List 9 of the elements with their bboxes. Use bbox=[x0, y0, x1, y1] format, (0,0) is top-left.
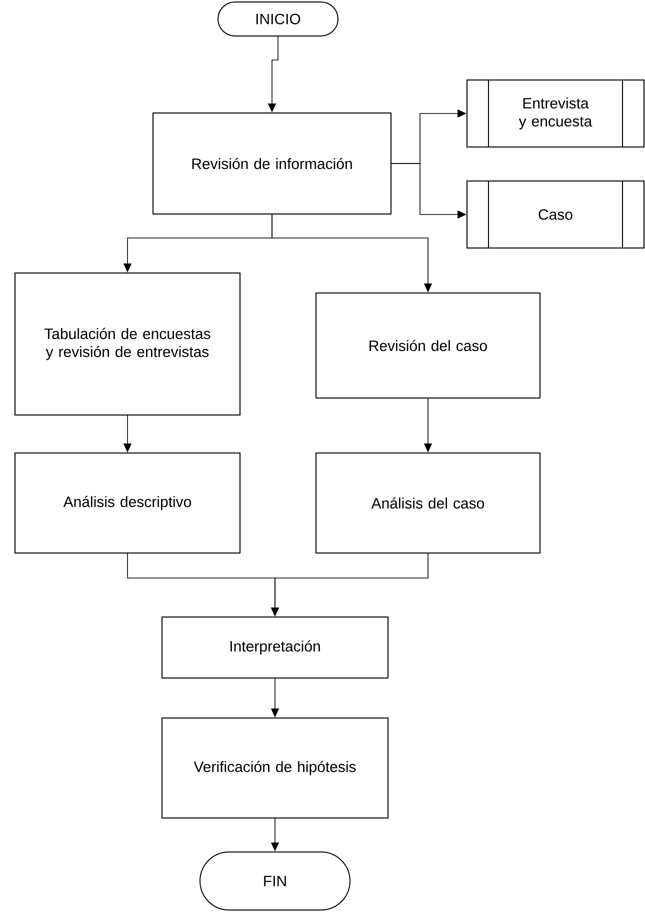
process-box: Revisión de información bbox=[152, 112, 392, 214]
process-box: Análisis del caso bbox=[316, 452, 540, 554]
process-box: Revisión del caso bbox=[316, 292, 540, 398]
predefined-process-box: Entrevista y encuesta bbox=[466, 79, 644, 148]
process-box: Análisis descriptivo bbox=[14, 452, 240, 554]
process-box: Interpretación bbox=[162, 616, 388, 678]
process-box: Verificación de hipótesis bbox=[162, 718, 388, 818]
predefined-process-box: Caso bbox=[466, 180, 644, 249]
process-box: Tabulación de encuestas y revisión de entrevistas bbox=[14, 272, 240, 416]
